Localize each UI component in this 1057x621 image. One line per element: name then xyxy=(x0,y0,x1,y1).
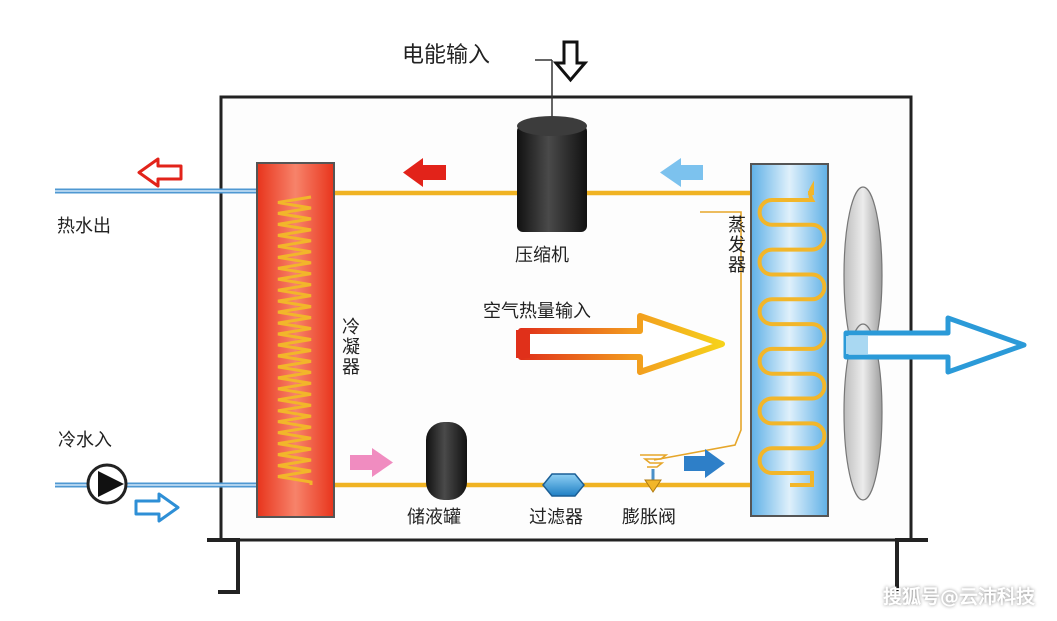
compressor-label: 压缩机 xyxy=(515,245,569,266)
evaporator-label: 蒸发器 xyxy=(725,215,746,275)
refrigerant-flow-arrow-red xyxy=(403,158,446,187)
evaporator-coil xyxy=(757,180,827,487)
watermark: 搜狐号@云沛科技 xyxy=(882,586,1035,608)
hot-water-out-label: 热水出 xyxy=(57,216,111,237)
hot-water-out-arrow xyxy=(137,157,183,188)
evaporator xyxy=(750,163,829,517)
compressor-unit xyxy=(517,59,587,232)
refrigerant-flow-arrow-pink xyxy=(350,448,393,477)
refrigerant-flow-arrow-light-blue xyxy=(660,158,703,187)
condenser-label: 冷凝器 xyxy=(339,317,360,377)
air-heat-input-arrow xyxy=(516,313,725,375)
exhaust-air-arrow-tail xyxy=(846,336,868,354)
exhaust-air-arrow xyxy=(843,315,1027,375)
power-input-arrow xyxy=(552,40,589,83)
cold-water-in-label: 冷水入 xyxy=(58,430,112,451)
condenser xyxy=(256,162,335,518)
cold-water-in-arrow xyxy=(134,492,180,523)
water-pump xyxy=(86,463,128,505)
air-heat-input-label: 空气热量输入 xyxy=(483,301,591,322)
receiver-tank xyxy=(426,422,467,500)
condenser-coil xyxy=(277,195,313,485)
filter xyxy=(542,473,585,497)
expansion-valve xyxy=(640,454,669,493)
expansion-capillary xyxy=(653,211,742,461)
power-input-label: 电能输入 xyxy=(402,43,491,68)
filter-label: 过滤器 xyxy=(529,507,583,528)
refrigerant-flow-arrow-blue xyxy=(684,449,725,478)
fan xyxy=(843,186,883,501)
expansion-valve-label: 膨胀阀 xyxy=(622,507,676,528)
receiver-label: 储液罐 xyxy=(407,507,461,528)
